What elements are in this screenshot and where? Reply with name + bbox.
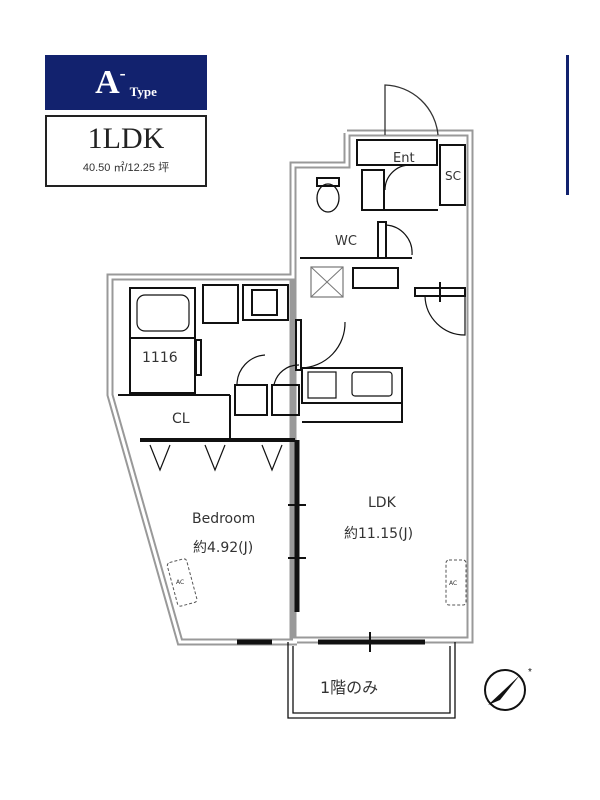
label-bedroom: Bedroom [192,511,255,527]
label-toilet: WC [335,234,357,249]
compass-icon: * [484,667,532,711]
svg-text:*: * [528,667,532,678]
type-word: Type [129,84,157,99]
label-bedroom-size: 約4.92(J) [193,540,253,556]
side-accent-line [566,55,569,195]
type-badge: A - Type [45,55,207,110]
label-closet: CL [172,411,190,427]
label-entrance: Ent [393,151,415,166]
label-balcony-note: 1階のみ [320,678,378,697]
label-ldk: LDK [368,495,397,511]
type-letter: A [95,63,120,101]
fixtures [118,84,467,719]
type-dash: - [119,63,126,83]
label-ac-bedroom: AC [176,579,184,586]
layout-area: 40.50 ㎡/12.25 坪 [82,162,170,174]
layout-info: 1LDK 40.50 ㎡/12.25 坪 [45,115,207,187]
label-bath: 1116 [142,350,178,366]
label-shoe-closet: SC [445,169,461,183]
label-ldk-size: 約11.15(J) [344,526,413,542]
layout-name: 1LDK [87,122,165,155]
label-ac-ldk: AC [449,580,457,587]
